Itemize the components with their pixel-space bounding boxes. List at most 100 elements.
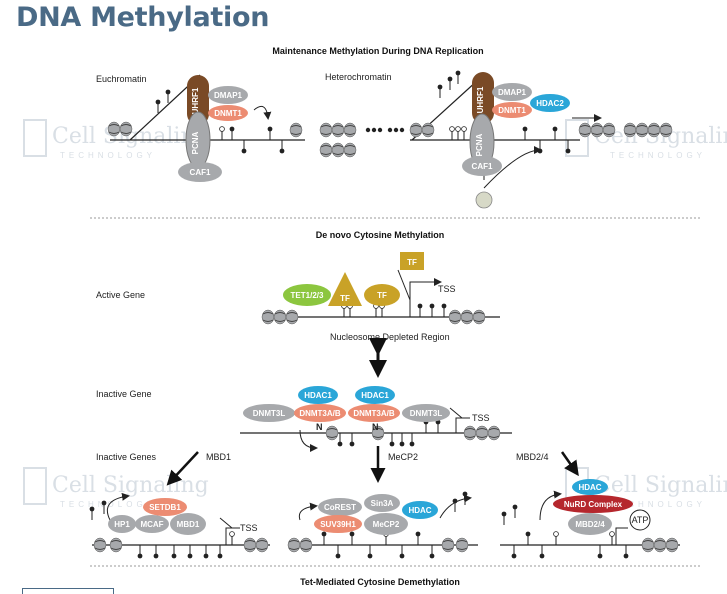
dnmt3l-protein-1 bbox=[243, 404, 295, 422]
page-title: DNA Methylation bbox=[16, 2, 270, 33]
corest-label: CoREST bbox=[324, 503, 356, 512]
dnmt3ab-label-2: DNMT3A/B bbox=[353, 409, 395, 418]
mbd24-arrow-label: MBD2/4 bbox=[516, 452, 549, 462]
mbd1-label: MBD1 bbox=[177, 520, 200, 529]
hdac1-protein-2 bbox=[355, 386, 395, 404]
dmap1-protein bbox=[208, 86, 248, 104]
setdb1-protein bbox=[143, 498, 187, 516]
tss-label-mbd1: TSS bbox=[240, 523, 258, 533]
hp1-label: HP1 bbox=[114, 520, 130, 529]
dnmt1-protein bbox=[208, 105, 248, 121]
hdac-protein-2 bbox=[572, 479, 608, 495]
inactive-gene: TSS bbox=[240, 407, 512, 452]
dmap1-protein-2 bbox=[492, 83, 532, 101]
inactive-genes-label: Inactive Genes bbox=[96, 452, 157, 462]
sin3a-label: Sin3A bbox=[371, 499, 394, 508]
tet-title: Tet-Mediated Cytosine Demethylation bbox=[300, 577, 460, 587]
dnmt1-protein-2 bbox=[492, 102, 532, 118]
heterochromatin-complex: UHRF1 DMAP1 DNMT1 HDAC2 PCNA CAF1 bbox=[462, 72, 570, 176]
caf1-protein bbox=[178, 162, 222, 182]
dnmt3l-label-2: DNMT3L bbox=[410, 409, 443, 418]
dnmt3ab-protein-1 bbox=[294, 404, 346, 422]
pcna-label-2: PCNA bbox=[475, 133, 484, 156]
mbd1-branch: TSS bbox=[89, 492, 270, 559]
inactive-gene-label: Inactive Gene bbox=[96, 389, 152, 399]
corest-protein bbox=[318, 498, 362, 516]
setdb1-label: SETDB1 bbox=[149, 503, 181, 512]
mbd24-branch: ATP bbox=[500, 490, 680, 559]
suv39h1-label: SUV39H1 bbox=[320, 520, 356, 529]
uhrf1-protein-2 bbox=[472, 72, 494, 124]
watermark-sub-bl: TECHNOLOGY bbox=[60, 500, 156, 509]
dnmt1-label: DNMT1 bbox=[214, 109, 242, 118]
euchromatin-complex: UHRF1 DMAP1 DNMT1 PCNA CAF1 bbox=[178, 75, 248, 182]
ndr-label: Nucleosome Depleted Region bbox=[330, 332, 450, 342]
hdac1-label-1: HDAC1 bbox=[304, 391, 332, 400]
mecp2-complex: CoREST Sin3A HDAC SUV39H1 MeCP2 bbox=[314, 494, 438, 535]
mcaf-label: MCAF bbox=[140, 520, 163, 529]
n-terminal-label-2: N bbox=[372, 422, 379, 432]
tss-label-inactive: TSS bbox=[472, 413, 490, 423]
caf1-label: CAF1 bbox=[190, 168, 211, 177]
denovo-title: De novo Cytosine Methylation bbox=[316, 230, 445, 240]
maintenance-title: Maintenance Methylation During DNA Repli… bbox=[272, 46, 483, 56]
n-terminal-label-1: N bbox=[316, 422, 323, 432]
tf-label-1: TF bbox=[340, 294, 350, 303]
caf1-label-2: CAF1 bbox=[472, 162, 493, 171]
watermark-sub-br: TECHNOLOGY bbox=[610, 500, 706, 509]
pcna-label: PCNA bbox=[191, 131, 200, 154]
mecp2-protein bbox=[364, 513, 408, 535]
hdac-label-1: HDAC bbox=[408, 506, 431, 515]
watermark-sub-right: TECHNOLOGY bbox=[610, 151, 706, 160]
tet-protein bbox=[283, 284, 331, 306]
tf-protein-1 bbox=[328, 272, 362, 306]
sin3a-protein bbox=[364, 494, 400, 512]
mcaf-protein bbox=[135, 515, 169, 533]
pathway-arrows bbox=[166, 446, 579, 486]
mbd24-label: MBD2/4 bbox=[575, 520, 605, 529]
nurd-label: NuRD Complex bbox=[564, 500, 623, 509]
mbd24-complex: HDAC NuRD Complex MBD2/4 bbox=[553, 479, 633, 535]
dnmt1-label-2: DNMT1 bbox=[498, 106, 526, 115]
dmap1-label-2: DMAP1 bbox=[498, 88, 527, 97]
mecp2-label: MeCP2 bbox=[373, 520, 400, 529]
mbd1-arrow-label: MBD1 bbox=[206, 452, 231, 462]
histone-octamer bbox=[475, 191, 493, 209]
mecp2-arrow-label: MeCP2 bbox=[388, 452, 418, 462]
mbd24-protein bbox=[568, 513, 612, 535]
dnmt3ab-label-1: DNMT3A/B bbox=[299, 409, 341, 418]
hdac-label-2: HDAC bbox=[578, 483, 601, 492]
uhrf1-protein bbox=[187, 75, 209, 125]
hdac1-protein-1 bbox=[298, 386, 338, 404]
suv39h1-protein bbox=[314, 515, 362, 533]
heterochromatin-label: Heterochromatin bbox=[325, 72, 392, 82]
uhrf1-label: UHRF1 bbox=[191, 87, 200, 114]
tss-label-active: TSS bbox=[438, 284, 456, 294]
watermark-brand-bl: Cell Signaling bbox=[52, 473, 209, 498]
hdac2-protein bbox=[530, 94, 570, 112]
active-gene: TSS Nucleosome Depleted Region bbox=[261, 269, 500, 342]
dnmt3l-label-1: DNMT3L bbox=[253, 409, 286, 418]
uhrf1-label-2: UHRF1 bbox=[476, 86, 485, 113]
tf-protein-3 bbox=[400, 252, 424, 270]
watermark-bottom-left: Cell Signaling TECHNOLOGY bbox=[23, 467, 209, 509]
nurd-complex bbox=[553, 495, 633, 513]
active-gene-proteins: TET1/2/3 TF TF TF bbox=[283, 252, 424, 306]
mecp2-branch bbox=[287, 491, 478, 559]
active-gene-label: Active Gene bbox=[96, 290, 145, 300]
watermark-brand-br: Cell Signaling bbox=[594, 473, 727, 498]
dnmt3ab-protein-2 bbox=[348, 404, 400, 422]
mbd1-complex: SETDB1 HP1 MCAF MBD1 bbox=[108, 498, 206, 535]
tf-protein-2 bbox=[364, 284, 400, 306]
atp-label: ATP bbox=[632, 515, 649, 525]
bottom-tab[interactable] bbox=[22, 588, 114, 594]
inactive-gene-proteins: HDAC1 HDAC1 DNMT3L DNMT3A/B DNMT3A/B DNM… bbox=[243, 386, 450, 432]
watermark-sub: TECHNOLOGY bbox=[60, 151, 156, 160]
hdac-protein-1 bbox=[402, 501, 438, 519]
euchromatin-label: Euchromatin bbox=[96, 74, 147, 84]
tf-label-2: TF bbox=[377, 291, 387, 300]
dmap1-label: DMAP1 bbox=[214, 91, 243, 100]
caf1-protein-2 bbox=[462, 156, 502, 176]
mbd1-protein bbox=[170, 513, 206, 535]
